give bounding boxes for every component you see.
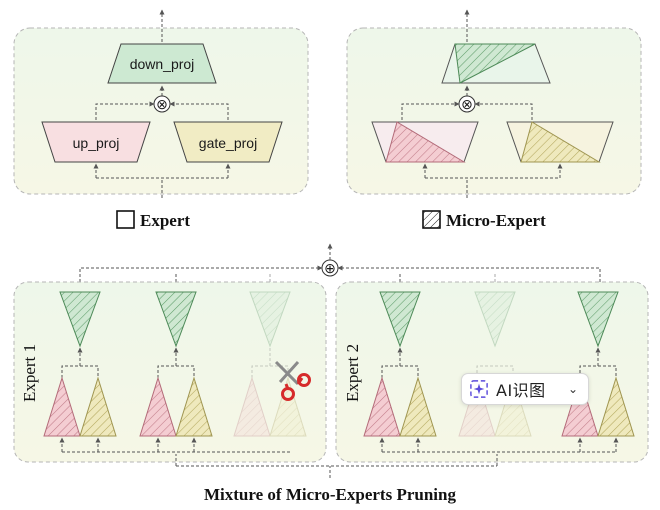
bottom-caption: Mixture of Micro-Experts Pruning: [204, 485, 456, 504]
sparkle-icon: [470, 380, 488, 398]
micro-expert-legend-box: [422, 210, 441, 229]
expert-caption: Expert: [140, 211, 190, 230]
expert2-label: Expert 2: [343, 344, 362, 402]
expert2-micro2-pruned: [458, 291, 532, 437]
micro-multiply-symbol: ⊗: [461, 96, 473, 112]
micro-gate-hatch: [520, 121, 601, 163]
up-proj-label: up_proj: [73, 135, 120, 151]
multiply-symbol: ⊗: [156, 96, 168, 112]
gate-proj-block: [173, 121, 283, 163]
expert2-micro1: [363, 291, 437, 437]
expert1-panel: Expert 1: [13, 281, 327, 463]
expert-legend-box: [116, 210, 135, 229]
ai-chip-label: AI识图: [496, 381, 546, 400]
expert1-label: Expert 1: [20, 344, 39, 402]
down-proj-block: [107, 43, 217, 84]
expert1-micro3-pruned: [233, 291, 307, 437]
expert-panel: down_proj ⊗ up_proj gate_proj: [13, 9, 309, 198]
up-proj-block: [41, 121, 151, 163]
micro-expert-panel: ⊗: [346, 9, 642, 198]
down-proj-label: down_proj: [130, 56, 195, 72]
micro-expert-caption: Micro-Expert: [446, 211, 546, 230]
sum-symbol: ⊕: [324, 260, 336, 276]
expert2-panel: Expert 2: [335, 281, 649, 463]
global-input: [175, 454, 498, 478]
chevron-down-icon[interactable]: ⌄: [567, 382, 578, 396]
micro-down-hatch: [454, 43, 536, 84]
gate-proj-label: gate_proj: [199, 135, 257, 151]
micro-up-hatch: [385, 121, 466, 163]
expert2-micro3: [561, 291, 635, 437]
ai-image-recognition-button[interactable]: AI识图 ⌄: [461, 373, 589, 405]
expert1-micro1: [43, 291, 117, 437]
scissors-icon: [274, 360, 311, 401]
expert1-micro2: [139, 291, 213, 437]
